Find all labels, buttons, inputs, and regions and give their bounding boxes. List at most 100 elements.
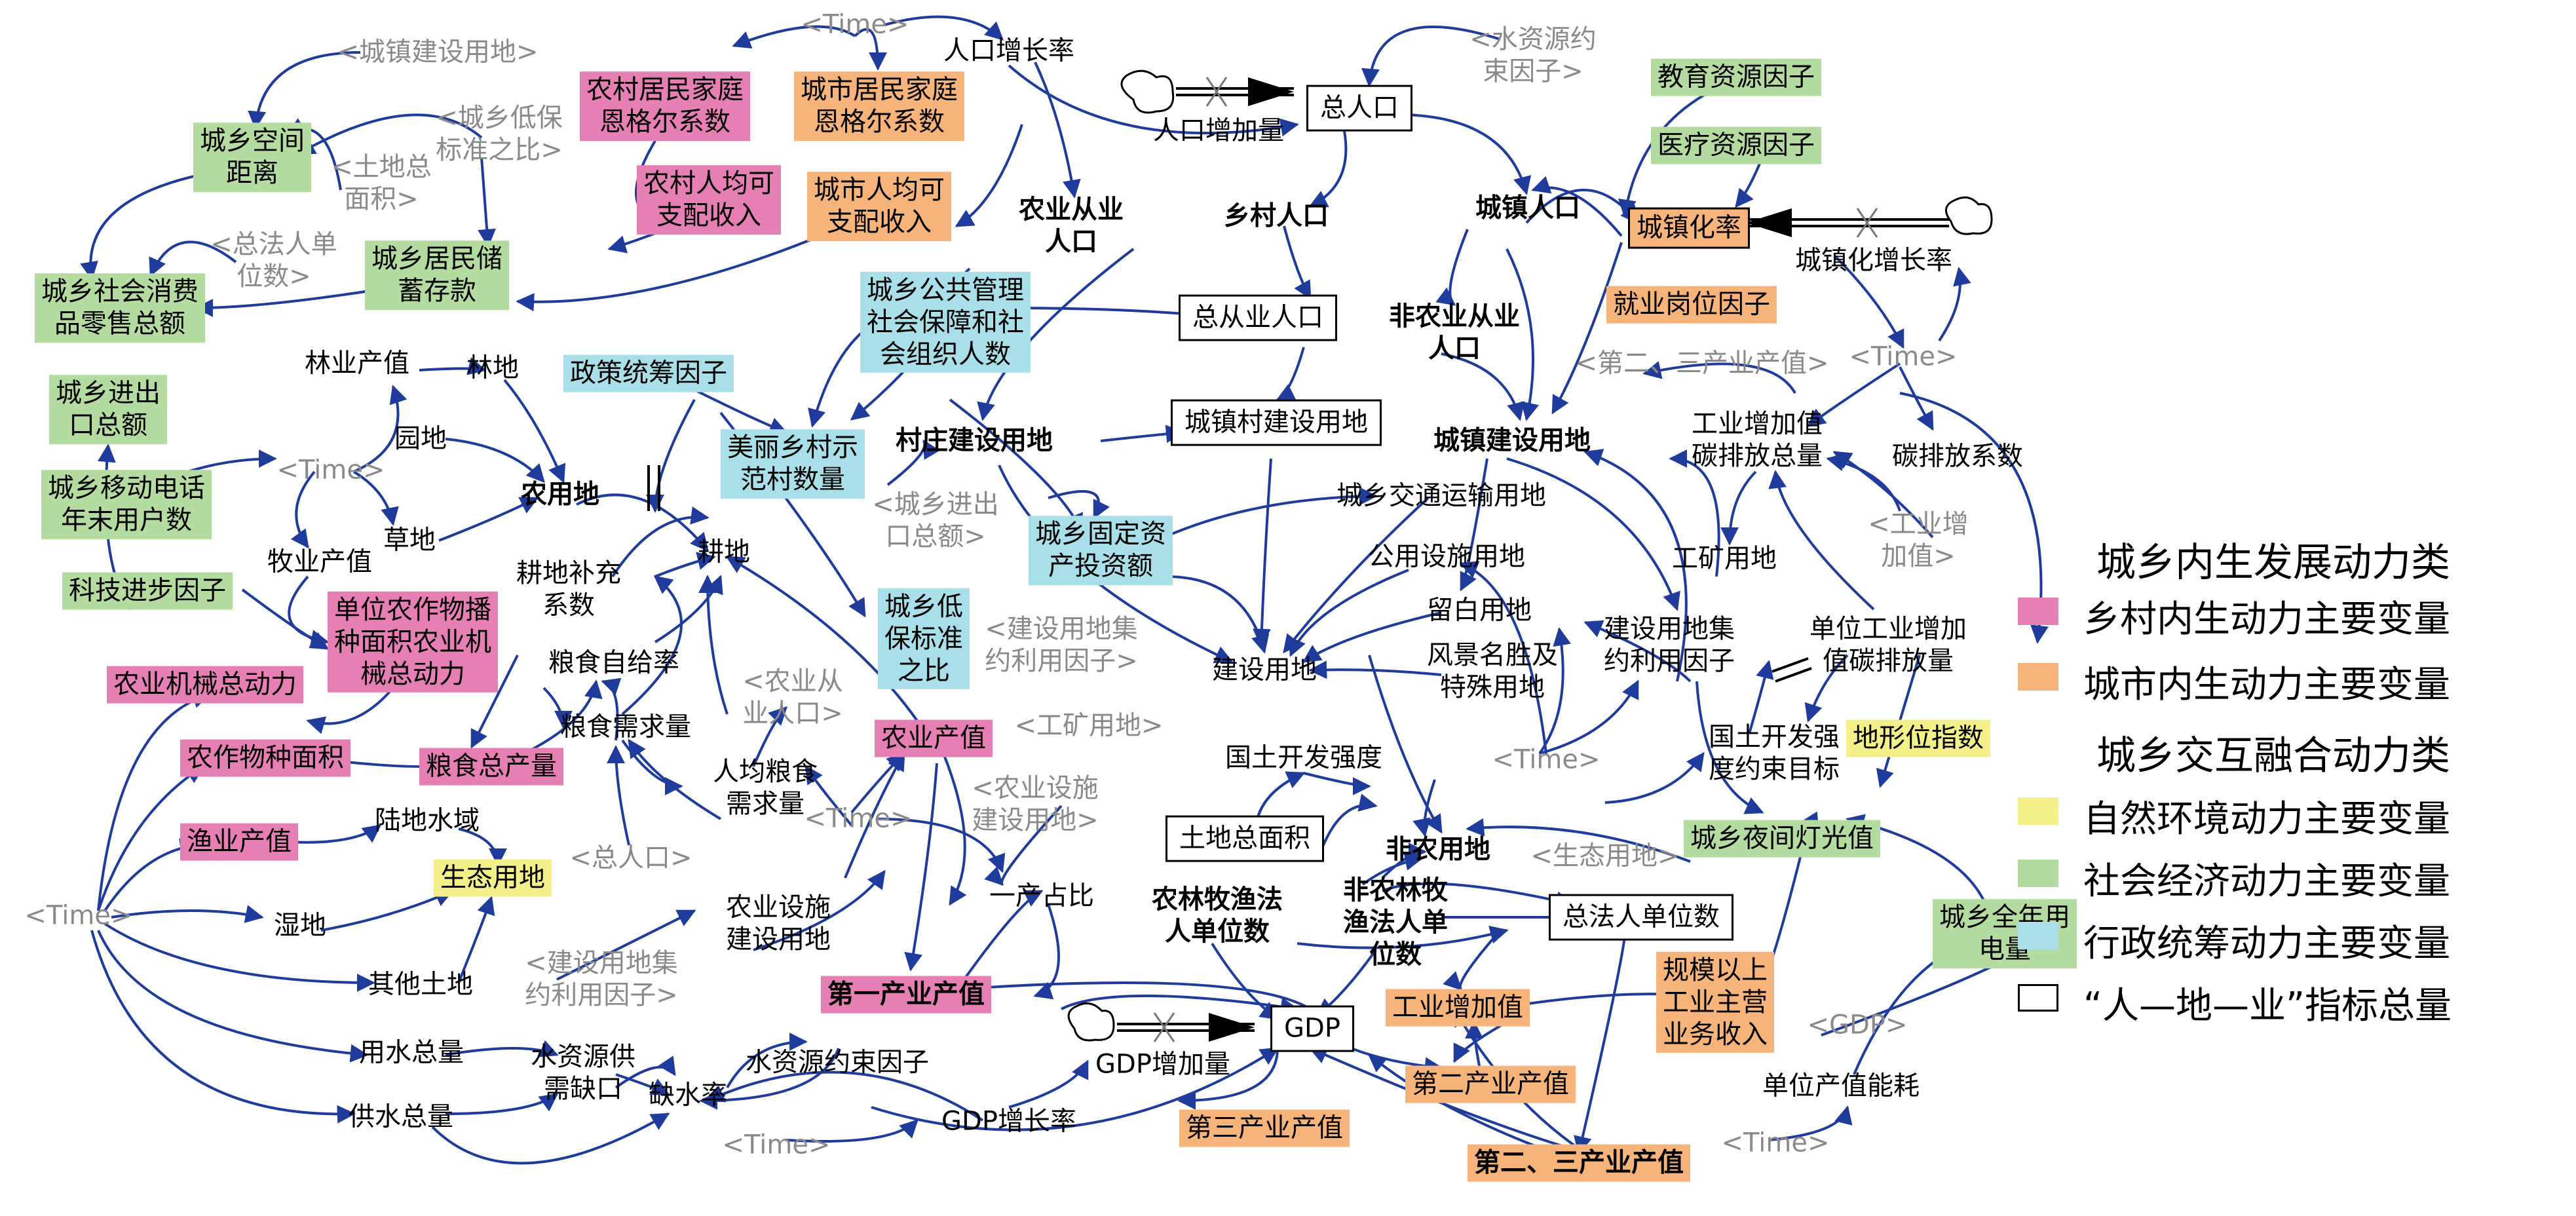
urban-population: 城镇人口 xyxy=(1475,193,1580,223)
time-shadow-left-mid: <Time> xyxy=(276,455,385,485)
causal-link-100 xyxy=(942,753,967,906)
policy-coordination-factor: 政策统筹因子 xyxy=(563,354,734,392)
terrain-index: 地形位指数 xyxy=(1846,719,1990,757)
unit-output-energy-consumption: 单位产值能耗 xyxy=(1762,1071,1920,1101)
causal-link-98 xyxy=(984,805,1063,886)
causal-link-139 xyxy=(1308,1046,1586,1154)
education-resource-factor: 教育资源因子 xyxy=(1651,58,1821,96)
causal-link-96 xyxy=(805,765,853,827)
causal-link-135 xyxy=(1382,882,1574,910)
legend-total-indicator-label: “人—地—业”指标总量 xyxy=(2083,985,2452,1027)
causal-link-154 xyxy=(1412,779,1436,837)
causal-link-35 xyxy=(1642,361,1796,394)
urbanization-flow xyxy=(1746,196,1993,238)
causal-link-39 xyxy=(1899,392,2049,644)
causal-link-142 xyxy=(1453,1021,1507,1063)
causal-link-60 xyxy=(1538,627,1571,755)
low-insurance-ratio-shadow: <城乡低保 标准之比> xyxy=(436,103,563,165)
total-water-use: 用水总量 xyxy=(359,1037,464,1068)
primary-industry-output: 第一产业产值 xyxy=(821,976,991,1014)
rural-population: 乡村人口 xyxy=(1224,200,1329,231)
wetland: 湿地 xyxy=(274,910,326,941)
livestock-output: 牧业产值 xyxy=(267,546,372,577)
causal-link-116 xyxy=(445,1040,559,1057)
causal-link-155 xyxy=(1303,772,1371,795)
grain-demand: 粮食需求量 xyxy=(560,712,691,742)
causal-link-124 xyxy=(1008,1059,1089,1109)
causal-link-79 xyxy=(698,575,729,715)
causal-link-16 xyxy=(478,157,497,248)
agricultural-facility-land-shadow: <农业设施 建设用地> xyxy=(972,773,1099,835)
agricultural-machinery-total-power: 农业机械总动力 xyxy=(107,666,303,704)
gdp-flow xyxy=(1067,1002,1255,1042)
causal-link-62 xyxy=(1459,561,1547,754)
town-village-construction-land: 城镇村建设用地 xyxy=(1171,399,1382,446)
causal-link-5 xyxy=(1405,113,1532,195)
legend-swatch-yellow xyxy=(2018,797,2058,825)
causal-link-67 xyxy=(503,379,566,484)
land-area-shadow: <土地总 面积> xyxy=(331,152,432,214)
causal-link-92 xyxy=(628,738,722,820)
agricultural-employed-population: 农业从业 人口 xyxy=(1019,195,1124,257)
urban-rural-space-distance: 城乡空间 距离 xyxy=(193,123,311,192)
causal-link-12 xyxy=(1833,254,1904,349)
causal-link-19 xyxy=(955,124,1023,227)
causal-link-21 xyxy=(80,170,217,280)
causal-link-75 xyxy=(611,506,710,578)
water-constraint-factor-shadow: <水资源约 束因子> xyxy=(1469,24,1597,86)
causal-link-63 xyxy=(1748,660,1774,734)
causal-link-22 xyxy=(149,240,237,277)
causal-link-77 xyxy=(654,575,723,643)
causal-link-126 xyxy=(1061,995,1299,1016)
agricultural-employed-population-shadow: <农业从 业人口> xyxy=(742,666,843,729)
causal-link-121 xyxy=(726,1033,808,1088)
causal-link-91 xyxy=(601,677,622,741)
reserved-land: 留白用地 xyxy=(1427,595,1532,626)
causal-links xyxy=(80,15,2049,1165)
causal-link-20 xyxy=(516,221,852,312)
legend-urban-main-label: 城市内生动力主要变量 xyxy=(2083,664,2450,706)
causal-link-78 xyxy=(621,575,683,715)
causal-link-80 xyxy=(725,556,919,722)
causal-link-31 xyxy=(1276,347,1305,401)
causal-link-70 xyxy=(353,385,407,473)
transport-land: 城乡交通运输用地 xyxy=(1336,480,1546,511)
legend-swatch-pink xyxy=(2018,598,2058,625)
causal-link-32 xyxy=(1506,248,1539,421)
causal-link-41 xyxy=(886,439,940,486)
grain-self-sufficiency-rate: 粮食自给率 xyxy=(548,647,679,678)
secondary-industry-output: 第二产业产值 xyxy=(1405,1065,1576,1103)
causal-link-125 xyxy=(706,1071,984,1122)
cultivated-land: 耕地 xyxy=(698,537,750,567)
causal-link-113 xyxy=(320,889,454,932)
causal-link-49 xyxy=(1302,611,1442,663)
gdp-growth-rate: GDP增长率 xyxy=(941,1106,1076,1137)
causal-link-158 xyxy=(1443,929,1502,991)
causal-link-54 xyxy=(1506,457,1680,611)
causal-link-131 xyxy=(1033,903,1060,1000)
legend-swatch-orange xyxy=(2018,663,2058,691)
orchard-land: 园地 xyxy=(394,423,447,454)
other-land: 其他土地 xyxy=(368,969,473,1000)
rural-engel-coefficient: 农村居民家庭 恩格尔系数 xyxy=(580,71,750,141)
causal-link-13 xyxy=(248,51,361,130)
secondary-tertiary-output-shadow: <第二、三产业产值> xyxy=(1575,348,1829,379)
technology-progress-factor: 科技进步因子 xyxy=(62,572,233,610)
causal-link-162 xyxy=(1826,453,1901,512)
causal-link-57 xyxy=(1720,470,1757,546)
causal-link-33 xyxy=(1441,352,1525,421)
causal-link-103 xyxy=(97,690,212,911)
machinery-power-per-area: 单位农作物播 种面积农业机 械总动力 xyxy=(328,591,498,693)
water-shortage-rate: 缺水率 xyxy=(649,1080,727,1111)
causal-link-4 xyxy=(1008,64,1299,137)
delay-marks xyxy=(647,465,1812,683)
above-scale-industrial-revenue: 规模以上 工业主营 业务收入 xyxy=(1656,951,1774,1054)
forestry-output: 林业产值 xyxy=(305,348,409,379)
night-light-value: 城乡夜间灯光值 xyxy=(1684,820,1880,858)
fishery-output: 渔业产值 xyxy=(180,823,298,861)
causal-link-148 xyxy=(1768,1105,1853,1141)
causal-link-161 xyxy=(1604,751,1705,804)
causal-link-68 xyxy=(445,438,545,484)
population-flow xyxy=(1120,69,1294,114)
